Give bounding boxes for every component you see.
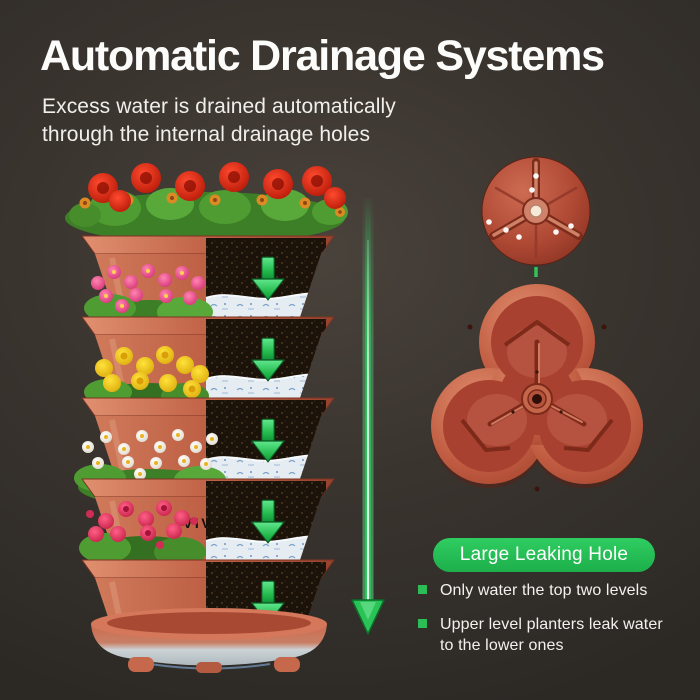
bullet-item: Upper level planters leak water to the l…	[418, 614, 670, 656]
page-title: Automatic Drainage Systems	[40, 32, 605, 80]
subtitle-line-2: through the internal drainage holes	[42, 123, 371, 146]
flower-cluster-red	[65, 162, 348, 244]
drip-tray	[91, 608, 327, 673]
planter-tier-1	[81, 235, 335, 320]
water-flow-arrow-icon	[351, 198, 385, 635]
large-leaking-hole-badge: Large Leaking Hole	[433, 538, 655, 572]
square-bullet-icon	[418, 619, 427, 628]
bullet-text: Only water the top two levels	[440, 582, 648, 599]
square-bullet-icon	[418, 585, 427, 594]
trefoil-planter	[431, 284, 643, 492]
page-subtitle: Excess water is drained automatically th…	[42, 93, 396, 149]
soil-cross-section-1	[205, 238, 326, 320]
subtitle-line-1: Excess water is drained automatically	[42, 95, 396, 118]
bullet-text: Upper level planters leak water to the l…	[440, 616, 663, 654]
bullet-item: Only water the top two levels	[418, 580, 670, 601]
drainage-top-view	[481, 156, 591, 266]
feature-bullet-list: Only water the top two levels Upper leve…	[418, 580, 670, 656]
badge-label: Large Leaking Hole	[459, 544, 629, 565]
